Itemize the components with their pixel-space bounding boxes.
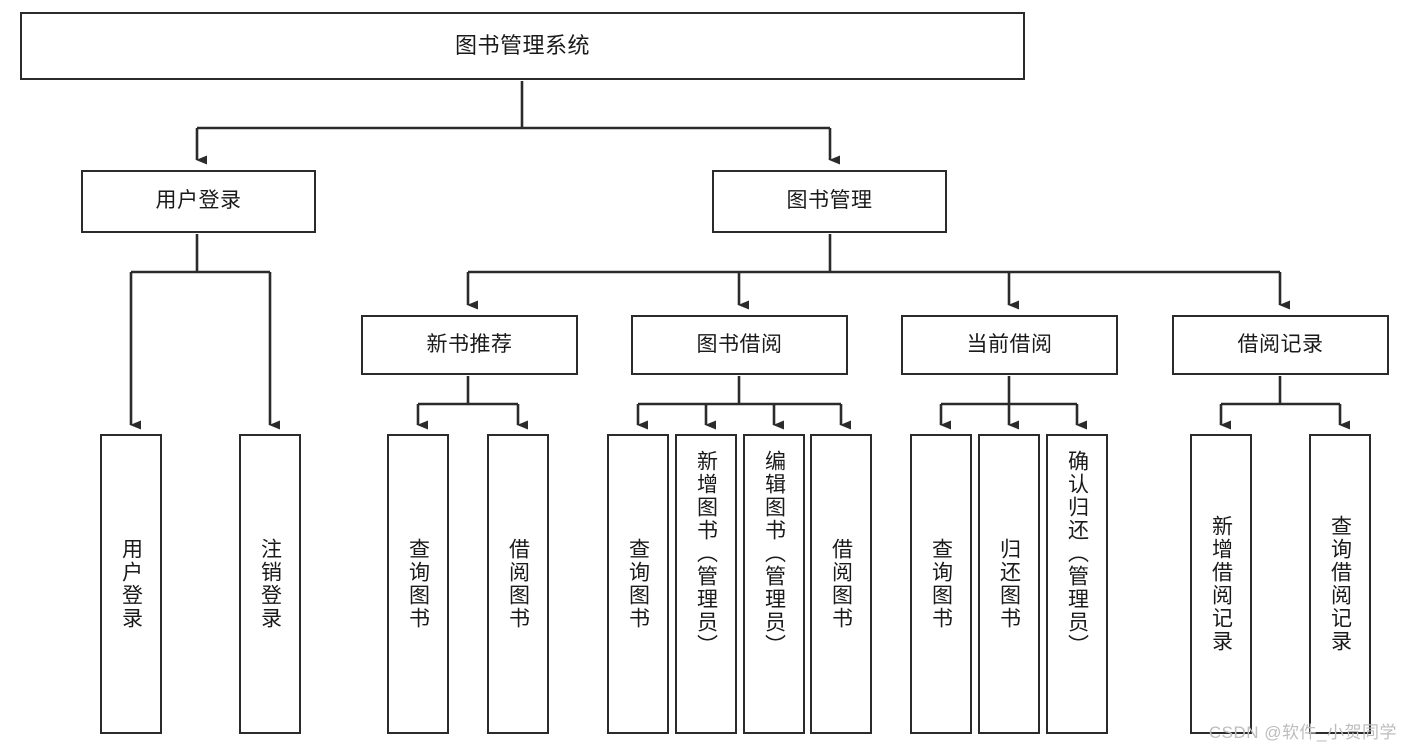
node-book-borrow-label: 图书借阅 (696, 332, 783, 356)
node-user-login-label: 用户登录 (155, 189, 242, 213)
leaf-recommend-query-book-label: 查询图书 (406, 538, 430, 630)
leaf-borrow-edit-book[interactable]: 编辑图书（管理员） (743, 434, 805, 734)
node-new-book-recommend-label: 新书推荐 (426, 332, 513, 356)
leaf-recommend-borrow-book[interactable]: 借阅图书 (487, 434, 549, 734)
leaf-recommend-query-book[interactable]: 查询图书 (387, 434, 449, 734)
leaf-borrow-borrow-book[interactable]: 借阅图书 (810, 434, 872, 734)
node-user-login[interactable]: 用户登录 (81, 170, 316, 233)
leaf-borrow-add-book[interactable]: 新增图书（管理员） (675, 434, 737, 734)
node-root[interactable]: 图书管理系统 (20, 12, 1025, 80)
leaf-user-login-signin[interactable]: 用户登录 (100, 434, 162, 734)
leaf-record-add-record[interactable]: 新增借阅记录 (1190, 434, 1252, 734)
leaf-current-query-book-label: 查询图书 (929, 538, 953, 630)
leaf-record-add-record-label: 新增借阅记录 (1209, 515, 1233, 653)
leaf-current-confirm-return-label: 确认归还（管理员） (1065, 450, 1089, 657)
leaf-record-query-record[interactable]: 查询借阅记录 (1309, 434, 1371, 734)
leaf-borrow-edit-book-label: 编辑图书（管理员） (762, 450, 786, 657)
leaf-recommend-borrow-book-label: 借阅图书 (506, 538, 530, 630)
node-book-management-label: 图书管理 (786, 189, 873, 213)
leaf-current-confirm-return[interactable]: 确认归还（管理员） (1046, 434, 1108, 734)
leaf-current-return-book-label: 归还图书 (997, 538, 1021, 630)
leaf-user-login-signout-label: 注销登录 (258, 538, 282, 630)
node-borrow-record[interactable]: 借阅记录 (1172, 315, 1389, 375)
leaf-borrow-query-book-label: 查询图书 (626, 538, 650, 630)
leaf-borrow-add-book-label: 新增图书（管理员） (694, 450, 718, 657)
node-book-borrow[interactable]: 图书借阅 (631, 315, 848, 375)
node-new-book-recommend[interactable]: 新书推荐 (361, 315, 578, 375)
node-root-label: 图书管理系统 (454, 33, 590, 59)
leaf-user-login-signout[interactable]: 注销登录 (239, 434, 301, 734)
leaf-borrow-borrow-book-label: 借阅图书 (829, 538, 853, 630)
node-book-management[interactable]: 图书管理 (712, 170, 947, 233)
leaf-current-return-book[interactable]: 归还图书 (978, 434, 1040, 734)
csdn-watermark: CSDN @软件_小贺同学 (1208, 723, 1397, 742)
leaf-user-login-signin-label: 用户登录 (119, 538, 143, 630)
node-borrow-record-label: 借阅记录 (1237, 332, 1324, 356)
node-current-borrow-label: 当前借阅 (966, 332, 1053, 356)
leaf-current-query-book[interactable]: 查询图书 (910, 434, 972, 734)
leaf-borrow-query-book[interactable]: 查询图书 (607, 434, 669, 734)
leaf-record-query-record-label: 查询借阅记录 (1328, 515, 1352, 653)
node-current-borrow[interactable]: 当前借阅 (901, 315, 1118, 375)
